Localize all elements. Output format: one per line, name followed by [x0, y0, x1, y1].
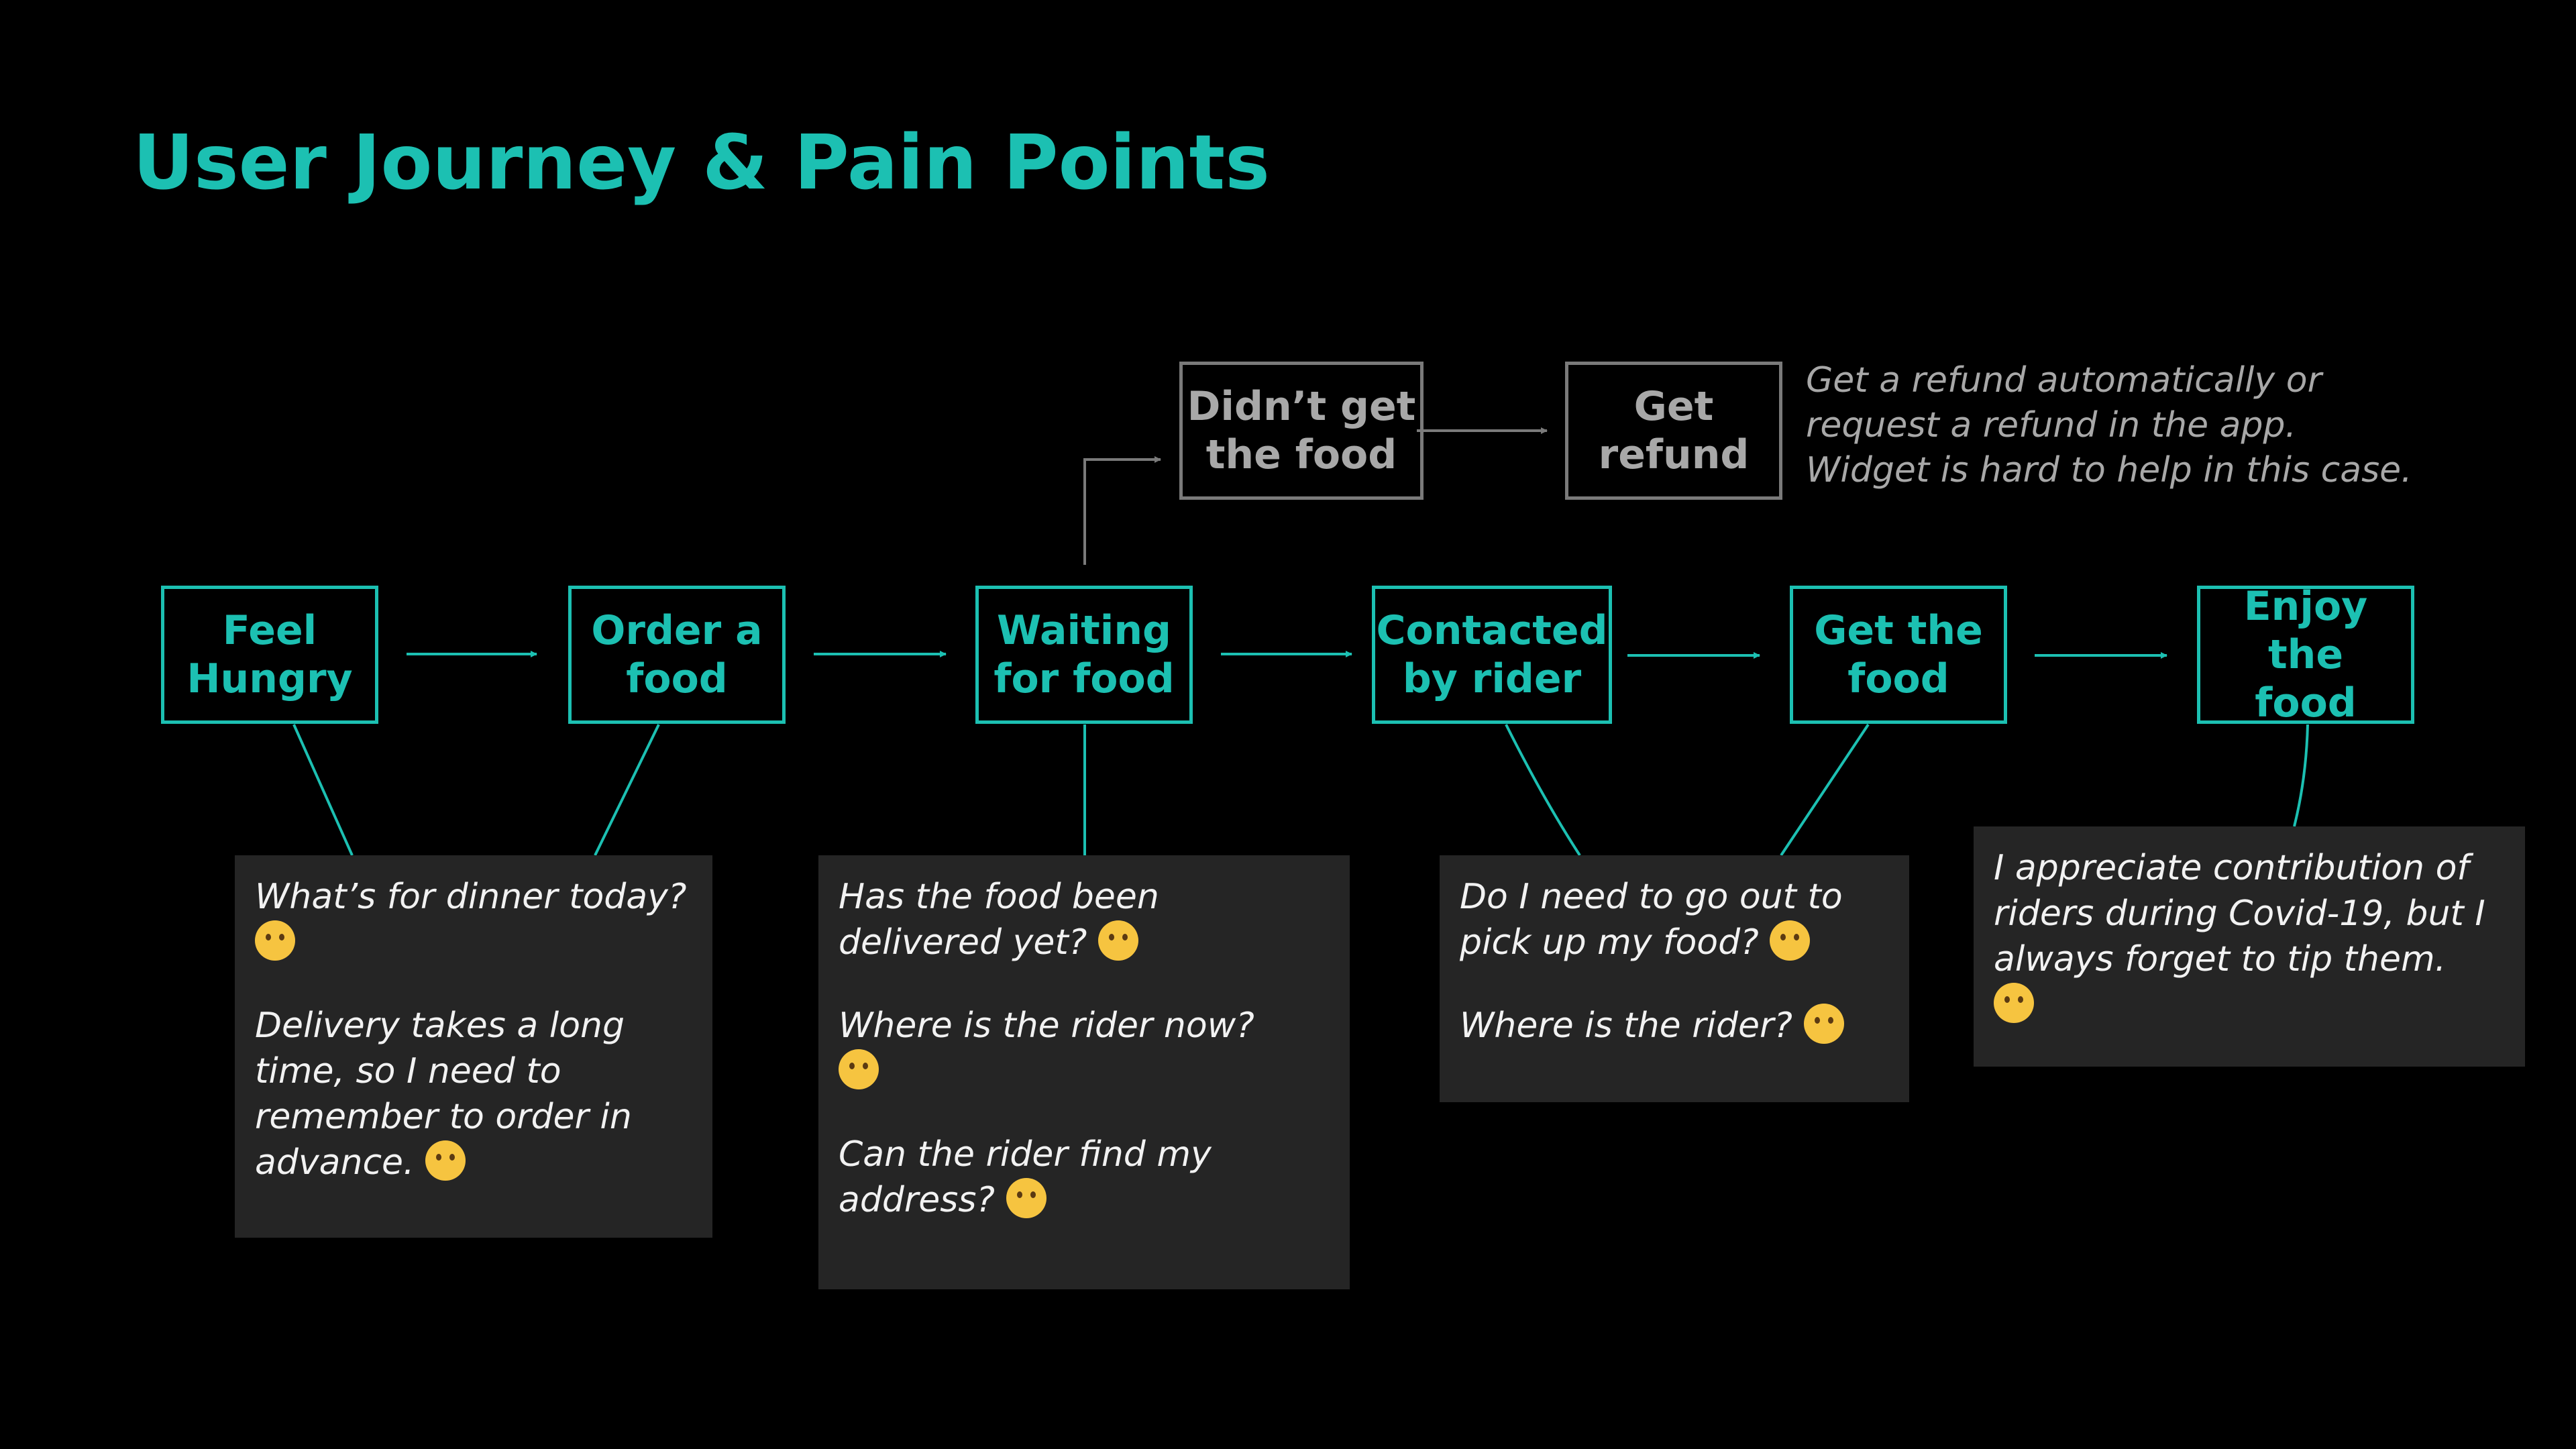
arrow-branch — [1083, 456, 1161, 565]
step-enjoy-the-food: Enjoy the food — [2197, 583, 2414, 727]
pain-point: Delivery takes a long time, so I need to… — [255, 1006, 632, 1183]
expressionless-face-icon — [1097, 920, 1138, 961]
flushed-face-icon — [1803, 1004, 1844, 1044]
refund-note-line: Get a refund automatically or — [1806, 360, 2322, 400]
step-order-food: Order a food — [568, 586, 786, 724]
step-didnt-get-food: Didn’t get the food — [1179, 362, 1424, 500]
step-get-the-food: Get the food — [1790, 586, 2007, 724]
confounded-face-icon — [425, 1140, 466, 1181]
step-contacted-by-rider: Contacted by rider — [1372, 586, 1612, 724]
thinking-face-icon — [1006, 1178, 1046, 1218]
step-get-refund: Get refund — [1565, 362, 1782, 500]
pain-point: Where is the rider? — [1460, 1003, 1889, 1049]
refund-note-line: request a refund in the app. — [1806, 405, 2297, 445]
thinking-face-icon — [1770, 920, 1811, 961]
thinking-face-icon — [255, 920, 295, 961]
pain-point: Where is the rider now? — [839, 1003, 1330, 1094]
step-feel-hungry: Feel Hungry — [161, 586, 378, 724]
pain-point: Can the rider find my address? — [839, 1134, 1212, 1220]
raised-eyebrow-face-icon — [839, 1049, 879, 1089]
pain-point: I appreciate contribution of riders duri… — [1994, 845, 2505, 1028]
refund-note: Get a refund automatically or request a … — [1806, 358, 2412, 493]
pain-note-2: Has the food been delivered yet? Where i… — [818, 855, 1350, 1289]
pain-note-4: I appreciate contribution of riders duri… — [1974, 826, 2525, 1067]
pain-point: Do I need to go out to pick up my food? — [1460, 877, 1843, 963]
pain-point: Has the food been delivered yet? — [839, 877, 1159, 963]
downcast-sweat-face-icon — [1994, 983, 2034, 1023]
refund-note-line: Widget is hard to help in this case. — [1806, 450, 2412, 490]
pain-note-1: What’s for dinner today? Delivery takes … — [235, 855, 712, 1238]
page-title: User Journey & Pain Points — [133, 119, 1270, 207]
pain-point: What’s for dinner today? — [255, 874, 692, 965]
pain-note-3: Do I need to go out to pick up my food? … — [1440, 855, 1909, 1102]
step-waiting-for-food: Waiting for food — [975, 586, 1193, 724]
